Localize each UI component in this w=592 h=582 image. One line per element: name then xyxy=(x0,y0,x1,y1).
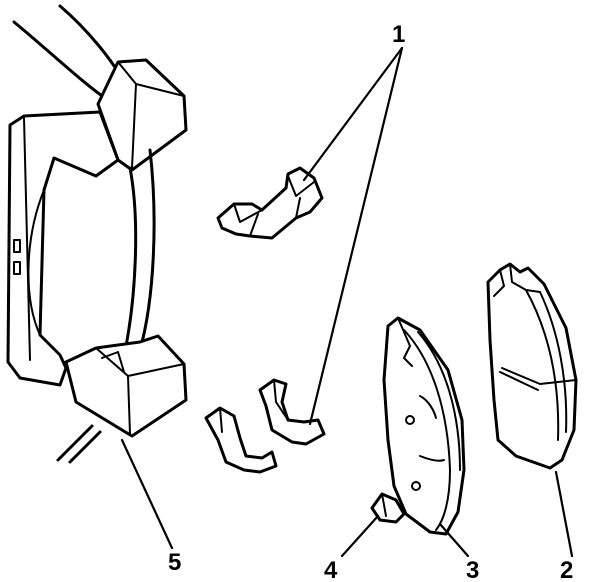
leader-lines xyxy=(120,46,574,558)
caliper-bracket xyxy=(6,4,188,464)
callout-4: 4 xyxy=(324,557,338,582)
callout-2: 2 xyxy=(560,557,573,582)
outer-brake-pad xyxy=(486,262,578,470)
callout-5: 5 xyxy=(168,549,181,576)
callout-1: 1 xyxy=(392,21,405,48)
upper-pad-clip xyxy=(216,166,324,240)
lower-pad-clip xyxy=(204,378,326,474)
callout-3: 3 xyxy=(466,557,479,582)
inner-brake-pad xyxy=(370,316,466,536)
